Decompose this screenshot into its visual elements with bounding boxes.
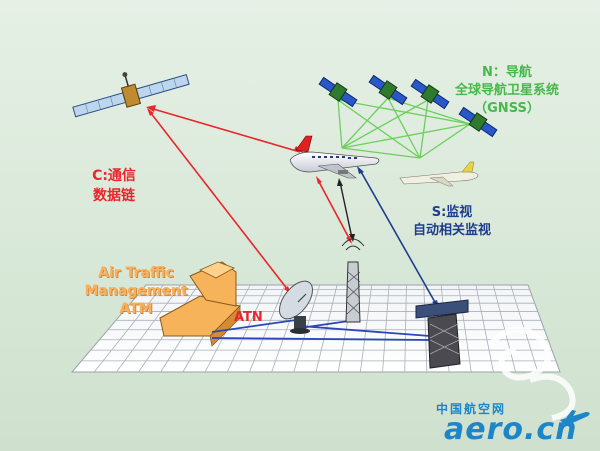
grid-line [475, 284, 494, 373]
atn-label: ATN [234, 310, 263, 325]
gnss-satellite-icon [458, 106, 498, 138]
plane-tower-link [337, 178, 355, 242]
grid-line [492, 284, 517, 373]
surveillance-title: S:监视 [431, 205, 473, 220]
navigation-subtitle: 全球导航卫星系统 [454, 83, 559, 98]
atm-building-icon [159, 261, 241, 347]
grid-line [93, 284, 164, 373]
gnss-satellite-icon [410, 78, 450, 110]
grid-line [423, 284, 428, 373]
surveillance-subtitle: 自动相关监视 [412, 223, 491, 238]
radio-tower-icon [341, 238, 365, 323]
atm-line-2: Management [84, 283, 188, 299]
gnss-satellite-icon [318, 76, 358, 108]
atm-label: Air Traffic Management ATM [84, 264, 188, 318]
communication-title: C:通信 [92, 168, 136, 184]
airliner-icon [289, 135, 380, 179]
cloud-swirl-decoration [487, 326, 576, 421]
watermark-chinese: 中国航空网 [436, 402, 507, 416]
communication-subtitle: 数据链 [93, 188, 135, 204]
surveillance-label: S:监视 自动相关监视 [400, 204, 504, 240]
distant-airliner-icon [399, 161, 479, 187]
navigation-abbrev: （GNSS） [474, 101, 540, 116]
grid-line [293, 284, 321, 373]
atm-line-3: ATM [119, 301, 153, 317]
radar-tower-icon [415, 299, 469, 369]
gnss-satellites [318, 74, 498, 138]
grid-line [382, 284, 390, 373]
navigation-title: N：导航 [482, 65, 532, 80]
gnss-satellite-icon [368, 74, 408, 106]
satellite-dish-icon [278, 280, 314, 334]
grid-line [226, 284, 268, 373]
atn-ground-links [211, 319, 431, 341]
grid-line [116, 284, 182, 373]
atm-line-1: Air Traffic [98, 265, 174, 281]
grid-line [359, 284, 373, 373]
navigation-signal-mesh [337, 97, 471, 159]
grid-line [458, 284, 472, 373]
communication-satellite-icon [72, 72, 190, 118]
watermark-latin: aero.cn [444, 412, 578, 447]
grid-line [249, 284, 286, 373]
grid-line [404, 284, 407, 373]
communication-label: C:通信 数据链 [84, 166, 144, 206]
aero-logo-plane-icon [560, 410, 590, 426]
navigation-label: N：导航 全球导航卫星系统 （GNSS） [452, 64, 562, 118]
